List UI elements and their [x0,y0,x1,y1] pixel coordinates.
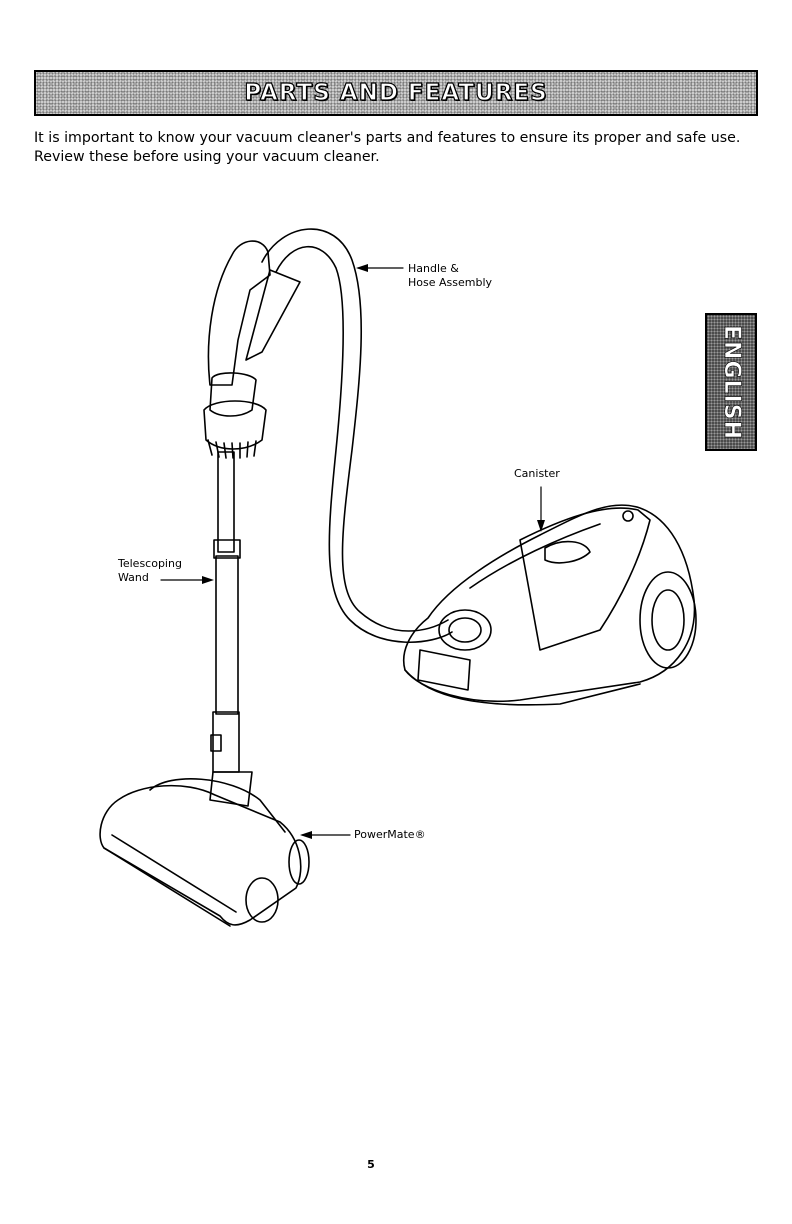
wand-upper [218,452,234,552]
arrow-wand [202,576,214,584]
arrow-canister [537,520,545,532]
handle-grip [208,241,270,385]
canister-window [545,542,590,563]
canister-body [404,505,695,701]
canister-cord-button [623,511,633,521]
handle-brush-bristles [208,440,256,458]
wand-lower [216,556,238,714]
wand-bottom-tube [213,712,239,772]
arrow-handle [356,264,368,272]
powermate-front-inner [112,835,236,912]
canister-hose-cuff [449,618,481,642]
callout-handle-line1: Handle & [408,262,492,276]
canister-rear-wheel [640,572,696,668]
powermate-wheel-rear [246,878,278,922]
canister-vent [418,650,470,690]
powermate-front [104,848,230,926]
callout-telescoping-wand: Telescoping Wand [118,557,182,585]
hose-inner [276,247,452,643]
callout-powermate: PowerMate® [354,828,426,842]
canister-hose-inlet [439,610,491,650]
callout-canister: Canister [514,467,560,481]
page-number: 5 [0,1158,742,1171]
callout-handle-hose: Handle & Hose Assembly [408,262,492,290]
powermate-hood [150,779,285,832]
canister-rear-wheel-hub [652,590,684,650]
callout-wand-line1: Telescoping [118,557,182,571]
arrow-powermate [300,831,312,839]
handle-trigger [246,270,300,360]
callout-wand-line2: Wand [118,571,182,585]
powermate-body [100,786,301,925]
callout-handle-line2: Hose Assembly [408,276,492,290]
